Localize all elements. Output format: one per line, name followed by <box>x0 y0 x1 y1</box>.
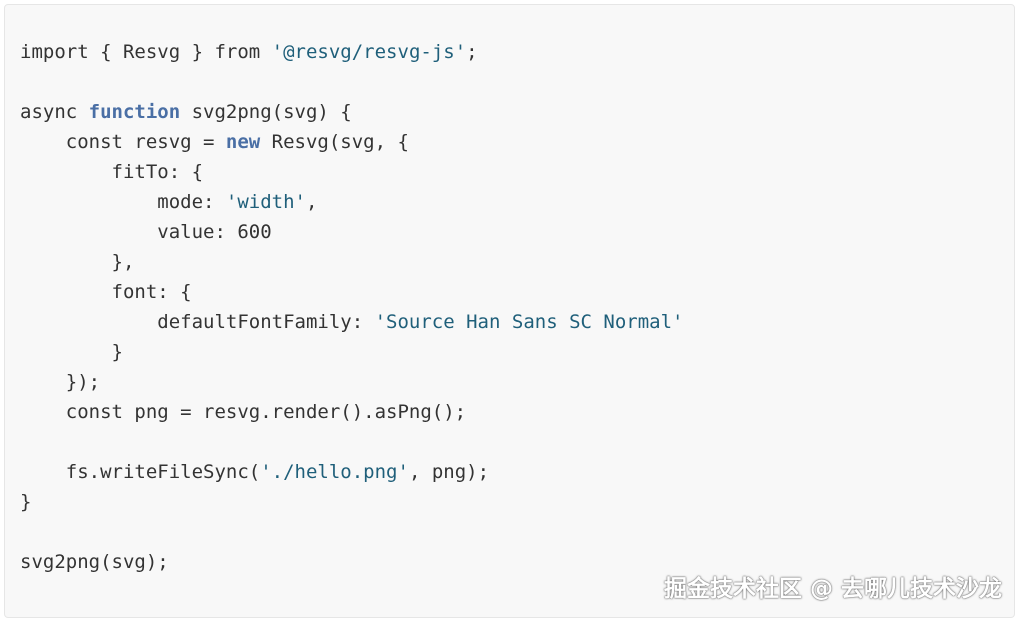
code-token-string: './hello.png' <box>260 461 409 483</box>
code-line: fitTo: { <box>20 157 683 187</box>
code-token-keyword: function <box>88 101 181 123</box>
code-line: } <box>20 487 683 517</box>
code-line: }); <box>20 367 683 397</box>
code-lines: import { Resvg } from '@resvg/resvg-js';… <box>20 37 683 577</box>
code-block: import { Resvg } from '@resvg/resvg-js';… <box>4 4 1015 618</box>
code-line <box>20 517 683 547</box>
code-line: async function svg2png(svg) { <box>20 97 683 127</box>
code-token-plain: Resvg(svg, { <box>260 131 409 153</box>
code-token-plain: value: 600 <box>20 221 272 243</box>
code-token-plain: font: { <box>20 281 192 303</box>
code-token-string: 'Source Han Sans SC Normal' <box>374 311 684 333</box>
code-token-plain: import { Resvg } from <box>20 41 272 63</box>
code-token-plain: }, <box>20 251 135 273</box>
code-token-plain: } <box>20 491 32 513</box>
code-token-plain: const resvg = <box>20 131 226 153</box>
code-line: defaultFontFamily: 'Source Han Sans SC N… <box>20 307 683 337</box>
code-token-plain: fs.writeFileSync( <box>20 461 261 483</box>
code-token-plain: }); <box>20 371 101 393</box>
code-line: import { Resvg } from '@resvg/resvg-js'; <box>20 37 683 67</box>
watermark-text: 掘金技术社区 @ 去哪儿技术沙龙 <box>663 576 1002 602</box>
code-token-plain: mode: <box>20 191 226 213</box>
code-line: font: { <box>20 277 683 307</box>
code-line: svg2png(svg); <box>20 547 683 577</box>
code-line: value: 600 <box>20 217 683 247</box>
code-token-string: 'width' <box>225 191 306 213</box>
code-line: }, <box>20 247 683 277</box>
code-line <box>20 427 683 457</box>
code-token-plain: svg2png(svg) { <box>180 101 352 123</box>
code-line: mode: 'width', <box>20 187 683 217</box>
code-token-plain: , png); <box>408 461 490 483</box>
code-token-keyword: new <box>225 131 261 153</box>
code-line: const png = resvg.render().asPng(); <box>20 397 683 427</box>
code-token-plain: , <box>305 191 318 213</box>
code-line: } <box>20 337 683 367</box>
code-token-string: '@resvg/resvg-js' <box>271 41 467 63</box>
code-line: const resvg = new Resvg(svg, { <box>20 127 683 157</box>
code-token-plain: } <box>20 341 123 363</box>
code-line <box>20 67 683 97</box>
code-token-plain: svg2png(svg); <box>20 551 169 573</box>
code-token-plain: fitTo: { <box>20 161 204 183</box>
code-token-plain: ; <box>466 41 478 63</box>
code-line: fs.writeFileSync('./hello.png', png); <box>20 457 683 487</box>
code-token-plain: defaultFontFamily: <box>20 311 375 333</box>
code-token-plain: const png = resvg.render().asPng(); <box>20 401 467 423</box>
code-token-plain: async <box>20 101 89 123</box>
